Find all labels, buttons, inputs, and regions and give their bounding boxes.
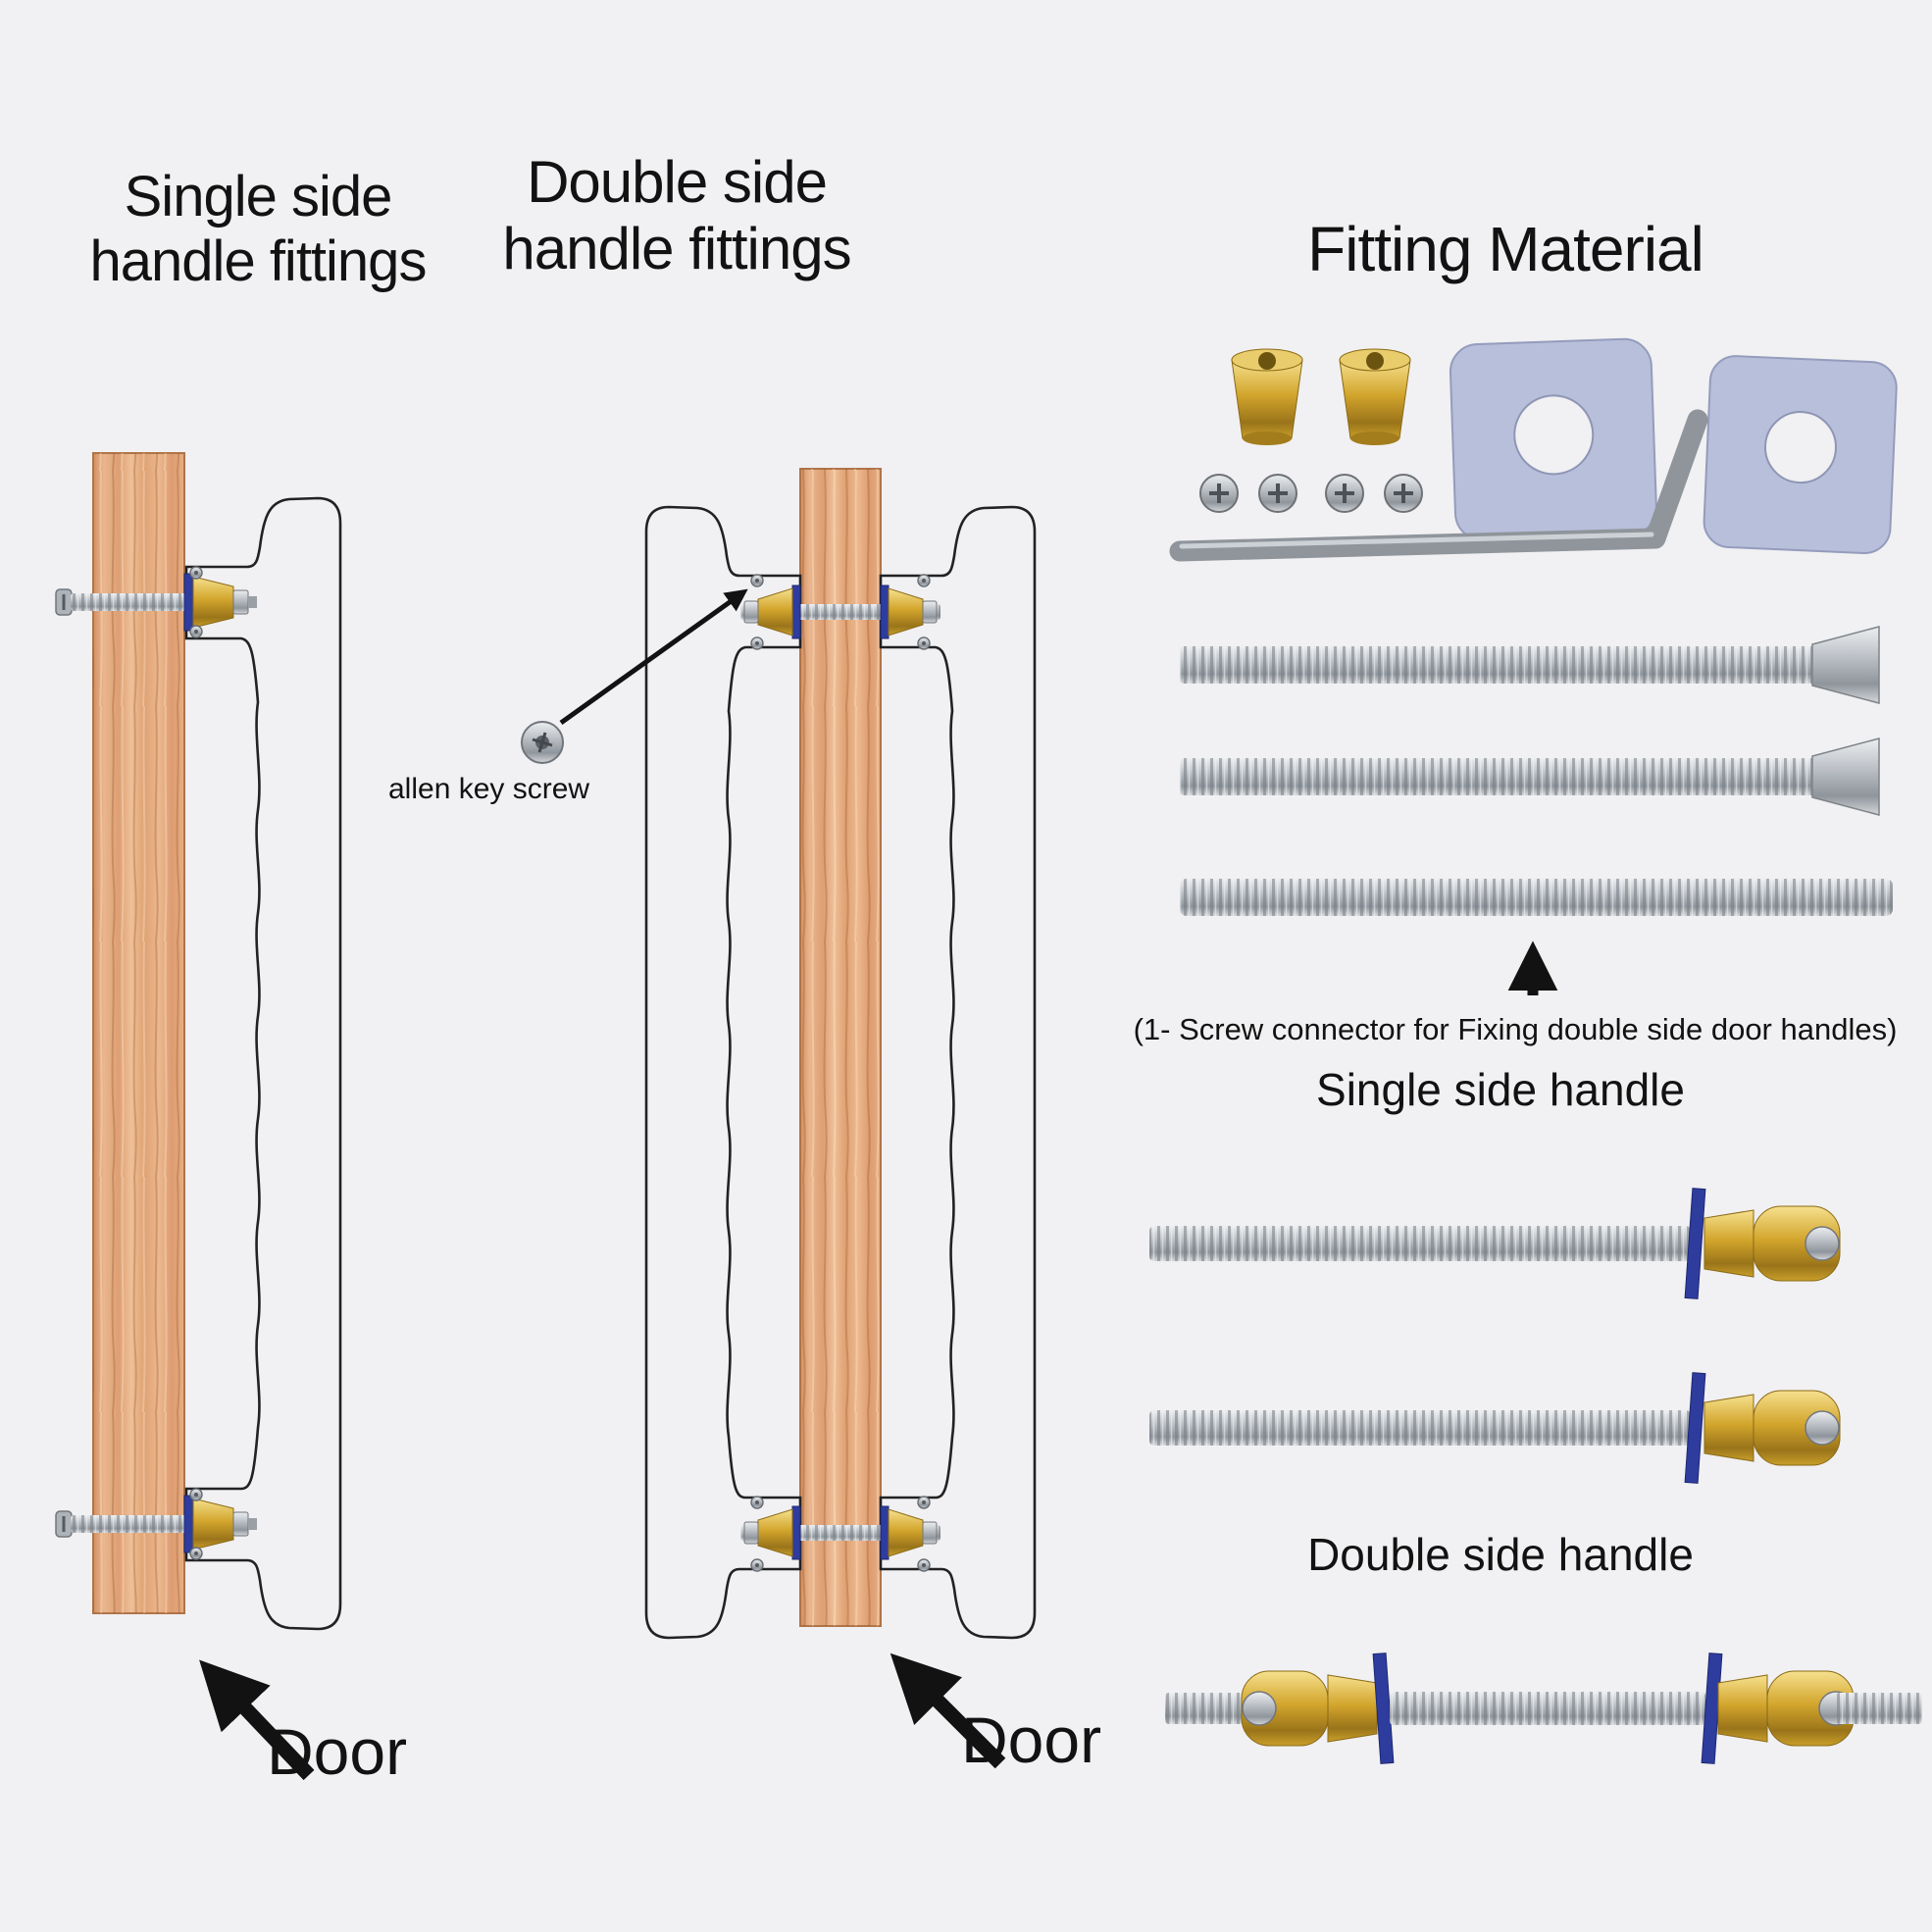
handle-outline-middle-right — [879, 505, 1037, 1640]
stem-screw-icon — [189, 1488, 203, 1501]
stem-screw-icon — [917, 574, 931, 587]
allen-key-screw-label: allen key screw — [388, 773, 590, 805]
stem-screw-icon — [189, 566, 203, 580]
machine-screw-icon — [1198, 473, 1240, 514]
stem-screw-icon — [750, 1496, 764, 1509]
allen-screw-arrow-icon — [559, 588, 748, 726]
double-side-rod-icon — [1165, 1652, 1922, 1764]
handle-outline-left — [184, 496, 342, 1631]
machine-screw-icon — [1257, 473, 1298, 514]
stem-screw-icon — [917, 1558, 931, 1572]
door-label-left: Door — [267, 1715, 408, 1788]
machine-screw-icon — [1383, 473, 1424, 514]
screw-connector-note: (1- Screw connector for Fixing double si… — [1133, 1012, 1898, 1046]
double-side-diagram — [521, 468, 1037, 1769]
allen-key-icon — [1169, 409, 1708, 562]
single-side-diagram — [54, 452, 342, 1781]
single-side-rod-icon — [1149, 1372, 1841, 1484]
handle-outline-middle-left — [644, 505, 802, 1640]
single-side-handle-heading: Single side handle — [1316, 1064, 1685, 1115]
stem-screw-icon — [750, 1558, 764, 1572]
door-arrow-left-icon — [199, 1659, 315, 1781]
long-screw-icon — [1180, 626, 1880, 704]
door-label-right: Door — [961, 1703, 1102, 1776]
stem-screw-icon — [917, 636, 931, 650]
long-screw-icon — [1180, 737, 1880, 816]
brass-cone-icon — [1231, 348, 1303, 446]
machine-screw-icon — [1324, 473, 1365, 514]
stem-screw-icon — [189, 625, 203, 638]
stem-screw-icon — [917, 1496, 931, 1509]
square-plate-icon — [1449, 337, 1657, 541]
title-single-side: Single side handle fittings — [89, 165, 428, 294]
stem-screw-icon — [750, 636, 764, 650]
stem-screw-icon — [750, 574, 764, 587]
title-double-side: Double side handle fittings — [502, 149, 851, 282]
door-plank-middle — [799, 468, 882, 1627]
allen-screw-icon — [521, 721, 564, 764]
door-arrow-right-icon — [890, 1652, 1006, 1769]
single-side-rod-icon — [1149, 1188, 1841, 1299]
fitting-material-section — [1149, 337, 1922, 1764]
double-side-handle-heading: Double side handle — [1307, 1529, 1694, 1580]
screw-connector-rod-icon — [1180, 879, 1893, 916]
brass-cone-icon — [1339, 348, 1411, 446]
door-plank-left — [92, 452, 185, 1614]
title-fitting-material: Fitting Material — [1307, 214, 1704, 284]
stem-screw-icon — [189, 1547, 203, 1560]
square-plate-icon — [1703, 355, 1898, 554]
